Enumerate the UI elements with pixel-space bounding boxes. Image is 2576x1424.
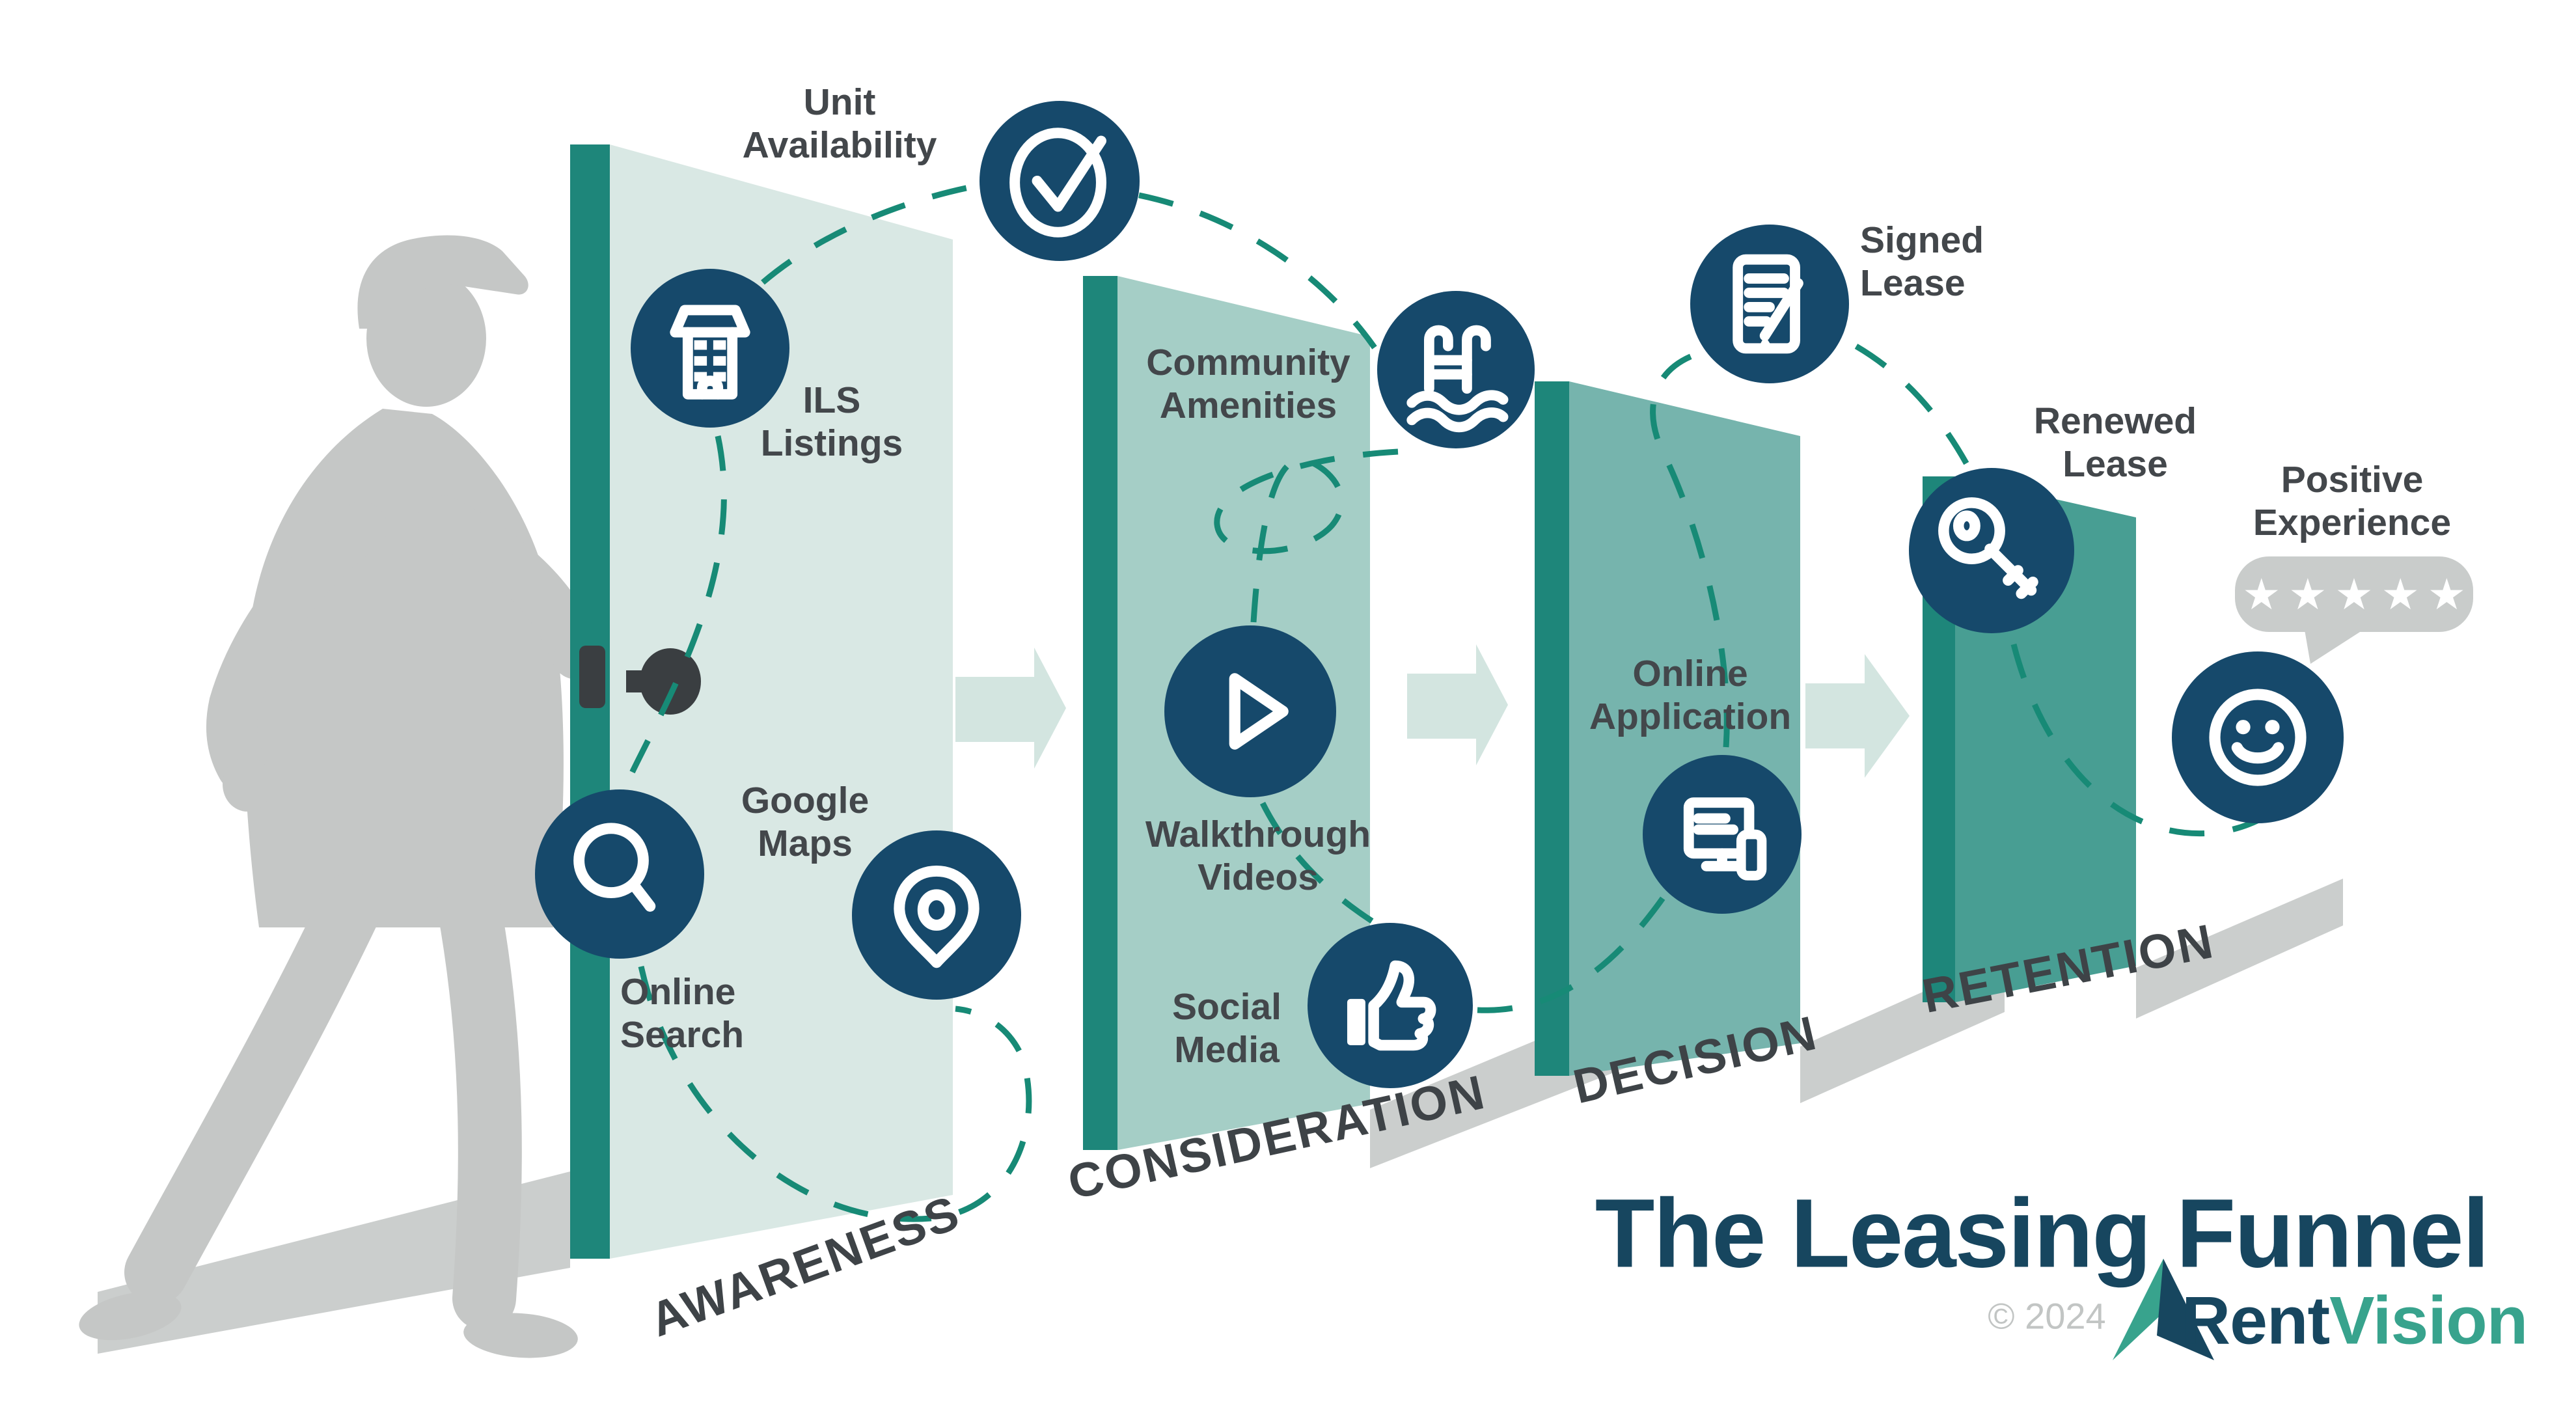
label-unit-availability: Unit Availability [742, 81, 937, 166]
community-amenities-badge [1377, 291, 1535, 448]
label-signed-lease: Signed Lease [1860, 219, 1984, 304]
label-online-application: Online Application [1589, 652, 1792, 737]
rentvision-wordmark: RentVision [2182, 1283, 2528, 1360]
key-icon [1938, 497, 2038, 599]
smiley-face-icon [2209, 689, 2307, 786]
person-silhouette [79, 235, 602, 1358]
flow-arrow-2 [1407, 644, 1508, 765]
signed-document-icon [1733, 254, 1803, 354]
panel-decision-edge [1535, 381, 1569, 1076]
renewed-lease-badge [1909, 468, 2074, 633]
play-icon [1229, 673, 1289, 750]
google-maps-badge [852, 830, 1021, 1000]
rentvision-logo-icon [2113, 1259, 2214, 1360]
journey-dashed-path [624, 182, 2324, 1222]
online-application-badge [1643, 755, 1802, 914]
label-renewed-lease: Renewed Lease [2033, 400, 2197, 485]
ils-listings-badge [631, 269, 789, 428]
label-ils-listings: ILS Listings [760, 379, 903, 464]
check-circle-icon [1009, 128, 1106, 238]
copyright-text: © 2024 [1988, 1295, 2106, 1337]
map-pin-icon [894, 865, 980, 968]
label-online-search: Online Search [620, 970, 745, 1056]
five-star-review-bubble: ★★★★★ [2235, 556, 2473, 632]
social-media-badge [1308, 923, 1473, 1088]
page-title: The Leasing Funnel [1595, 1178, 2489, 1288]
label-social-media: Social Media [1172, 985, 1281, 1071]
positive-experience-badge [2172, 651, 2344, 823]
five-star-rating: ★★★★★ [2242, 569, 2474, 618]
flow-arrow-3 [1805, 654, 1910, 778]
magnifier-icon [573, 823, 656, 912]
label-community-amenities: Community Amenities [1146, 341, 1350, 426]
door-handle [579, 646, 701, 715]
thumbs-up-icon [1347, 960, 1436, 1051]
unit-availability-badge [980, 101, 1140, 261]
label-walkthrough-videos: Walkthrough Videos [1145, 813, 1371, 898]
label-google-maps: Google Maps [741, 779, 870, 864]
pool-ladder-icon [1406, 325, 1509, 433]
flow-arrows [955, 644, 1910, 778]
apartment-building-icon [670, 305, 750, 400]
brand-vision: Vision [2329, 1283, 2528, 1359]
flow-arrow-1 [955, 648, 1066, 769]
label-positive-experience: Positive Experience [2253, 458, 2452, 543]
desktop-computer-icon [1683, 797, 1767, 881]
online-search-badge [535, 789, 704, 959]
walkthrough-videos-badge [1164, 625, 1336, 797]
signed-lease-badge [1690, 225, 1849, 383]
brand-rent: Rent [2182, 1283, 2330, 1359]
panel-consideration-edge [1083, 276, 1117, 1150]
